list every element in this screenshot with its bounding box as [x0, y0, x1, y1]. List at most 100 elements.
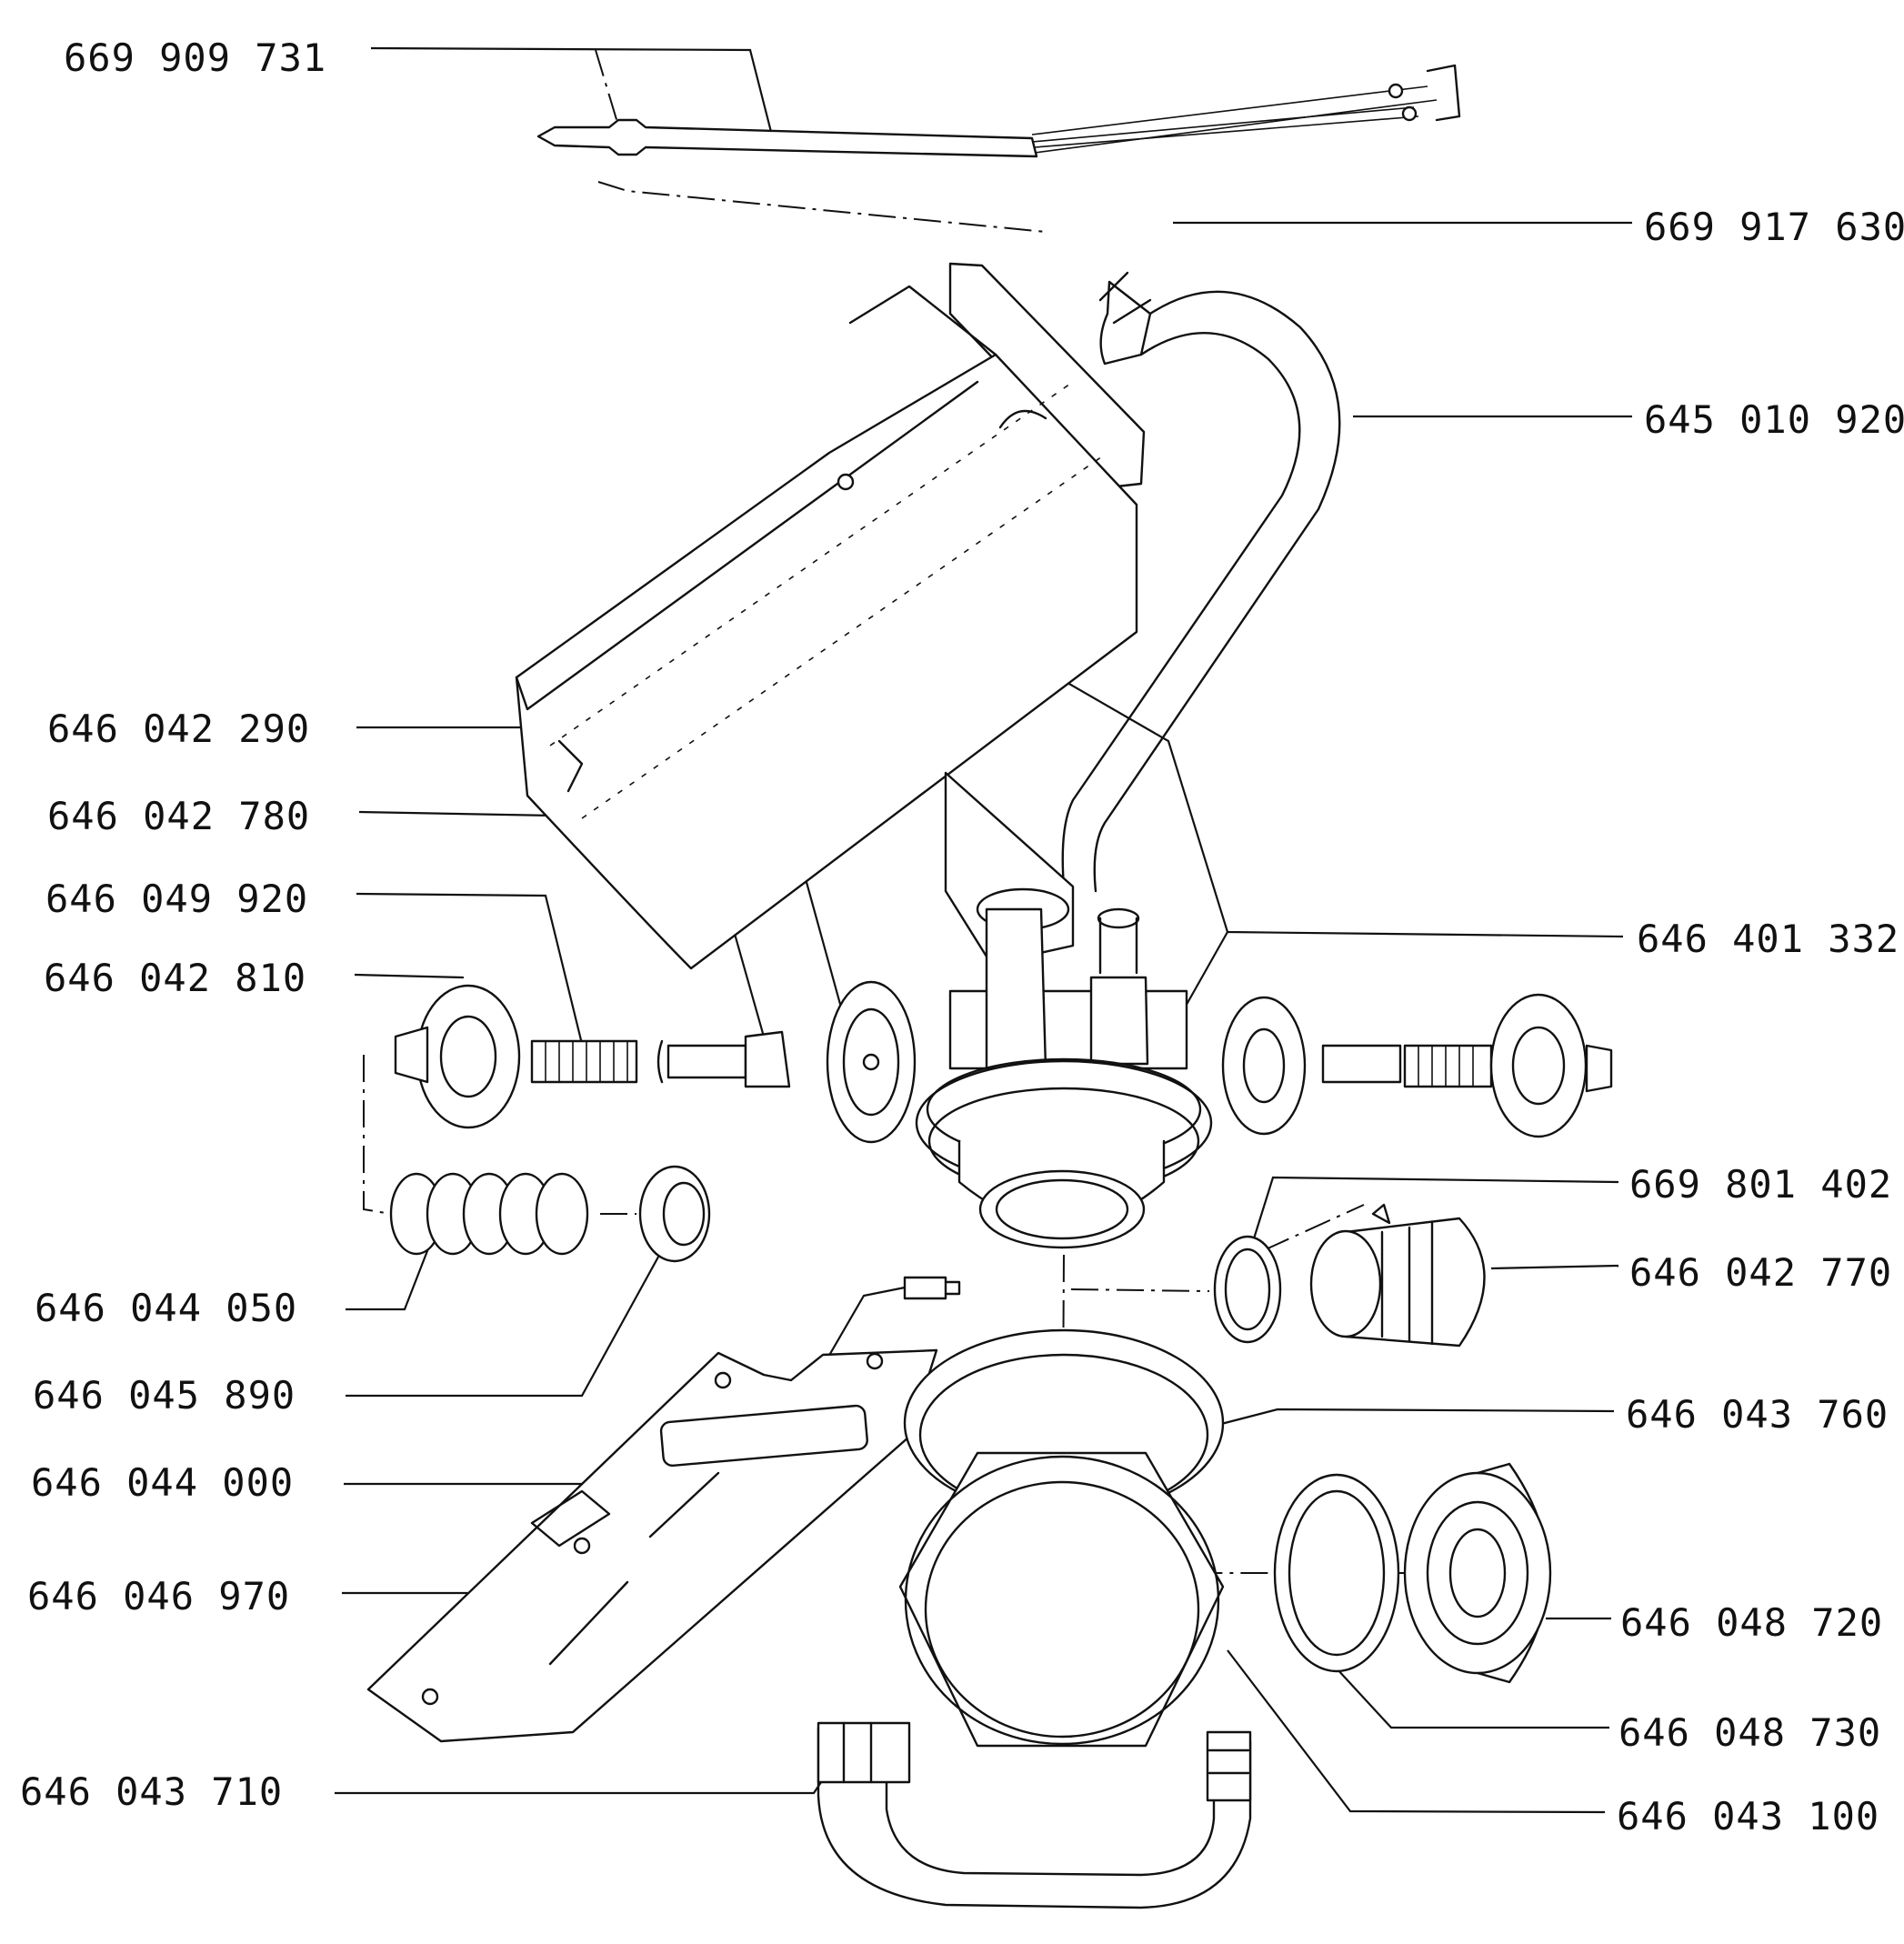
bracket-hole-right [866, 1352, 884, 1370]
label-646-044-050: 646 044 050 [35, 1286, 297, 1330]
heater-pin [998, 409, 1047, 429]
plug-front-face [1309, 1229, 1382, 1338]
pump-inlet-neck [985, 907, 1047, 1070]
plug-ribs [1380, 1221, 1434, 1346]
wire-terminal-2 [1401, 105, 1418, 122]
seal-bearing-group [1273, 1462, 1552, 1684]
label-645-010-920: 645 010 920 [1644, 397, 1904, 442]
leader-669-909-731 [370, 46, 773, 133]
leader-646-042-810 [354, 973, 465, 979]
plug-arrow [1263, 1204, 1365, 1251]
left-valve-assembly [394, 980, 917, 1144]
hex-nut-outline [898, 1451, 1225, 1748]
bearing-inner [1426, 1500, 1529, 1646]
diaphragm-inner [842, 1007, 900, 1117]
right-cap-inner [1511, 1026, 1566, 1106]
leader-669-909-731-branch [595, 49, 619, 126]
temperature-sensor-cable [536, 64, 1461, 158]
leader-669-917-630-dash [597, 181, 1047, 233]
leader-646-043-710 [335, 1765, 833, 1795]
label-646-048-720: 646 048 720 [1620, 1600, 1883, 1645]
bracket-hole-top [714, 1371, 732, 1389]
heater-corner-detail [557, 739, 584, 793]
right-diaphragm [1221, 996, 1307, 1136]
pump-housing [915, 907, 1213, 1249]
hose-inner [1061, 332, 1301, 888]
bearing-bore [1448, 1528, 1507, 1618]
right-cap-knob [1585, 1044, 1613, 1093]
seal-646-048-730 [1273, 1473, 1400, 1673]
leader-646-042-770 [1490, 1264, 1619, 1270]
clamp-tabs [1098, 271, 1152, 325]
clamp-inner [885, 1780, 1216, 1877]
valve-stem-646-042-780 [666, 1044, 747, 1079]
leader-646-043-100 [1227, 1649, 1606, 1814]
clamp-right-head [1206, 1730, 1252, 1802]
spring-coils [545, 1041, 628, 1082]
bracket-hole-bottom [421, 1688, 439, 1706]
heater-housing [515, 262, 1146, 970]
label-646-043-710: 646 043 710 [20, 1769, 283, 1814]
bent-hose [1061, 271, 1341, 975]
label-646-049-920: 646 049 920 [45, 877, 308, 921]
connector-tip [944, 1280, 961, 1296]
leader-646-401-332 [1049, 672, 1624, 938]
bracket-slot-mid [648, 1471, 720, 1538]
leader-646-048-730 [1336, 1668, 1609, 1729]
wire-connector [1426, 64, 1461, 122]
label-646-042-290: 646 042 290 [47, 706, 310, 751]
label-646-042-770: 646 042 770 [1629, 1250, 1892, 1295]
leader-lines [335, 46, 1632, 1814]
bracket-slot-lower [548, 1580, 629, 1666]
wire-2 [1034, 115, 1419, 148]
pump-outlet-bore [995, 1178, 1129, 1240]
hose-lower-clamp [1097, 907, 1140, 929]
label-646-042-810: 646 042 810 [44, 956, 306, 1000]
hex-nut-646-043-100 [898, 1451, 1225, 1748]
label-646-043-760: 646 043 760 [1626, 1392, 1889, 1437]
leader-646-043-760 [1199, 1408, 1615, 1431]
heater-top-edge [515, 380, 979, 711]
heater-screw [837, 473, 855, 491]
connector-646-044-000 [903, 1276, 947, 1300]
cap-inner [439, 1015, 497, 1098]
u-clamp-646-043-710 [817, 1721, 1252, 1909]
plug-646-042-770 [1344, 1217, 1486, 1348]
bracket-plate-646-046-970 [366, 1348, 938, 1743]
label-646-046-970: 646 046 970 [27, 1574, 290, 1618]
large-spring-group [389, 1165, 711, 1263]
bracket-slot-upper [659, 1404, 868, 1468]
right-spring [1403, 1044, 1493, 1088]
label-646-401-332: 646 401 332 [1637, 917, 1899, 961]
sensor-probe [536, 118, 1038, 158]
mounting-bracket [948, 262, 1146, 488]
bracket-slot-left [530, 1489, 611, 1548]
leader-646-044-050 [346, 1227, 438, 1311]
leader-646-045-890 [346, 1249, 663, 1398]
spring-axis [363, 1055, 392, 1215]
small-connector [903, 1276, 961, 1300]
bracket-hole-mid [573, 1537, 591, 1555]
hex-nut-bore [904, 1455, 1220, 1746]
pump-sensor-port [1089, 976, 1149, 1066]
hose-outer [1093, 290, 1341, 893]
spring-cap-646-045-890 [638, 1165, 711, 1263]
clamp-left-head-detail [842, 1721, 873, 1784]
label-669-801-402: 669 801 402 [1629, 1162, 1892, 1207]
cap-knob [394, 1026, 429, 1084]
label-646-044-000: 646 044 000 [31, 1460, 294, 1505]
clamp-right-head-detail [1208, 1749, 1250, 1775]
arrow-head [1371, 1203, 1391, 1225]
heater-top-rail [848, 285, 997, 356]
valve-stem-tip [656, 1039, 664, 1084]
o-ring-inner [1224, 1248, 1271, 1331]
leader-646-049-920 [356, 892, 584, 1045]
heater-body [515, 353, 1138, 970]
heater-hidden-lines [549, 381, 1106, 819]
label-669-917-630: 669 917 630 [1644, 205, 1904, 249]
label-646-045-890: 646 045 890 [33, 1373, 296, 1418]
axis-to-plug [1070, 1288, 1210, 1292]
seal-inner [1288, 1489, 1386, 1657]
wire-3 [1034, 99, 1438, 154]
pump-outlet-rim [978, 1169, 1146, 1249]
